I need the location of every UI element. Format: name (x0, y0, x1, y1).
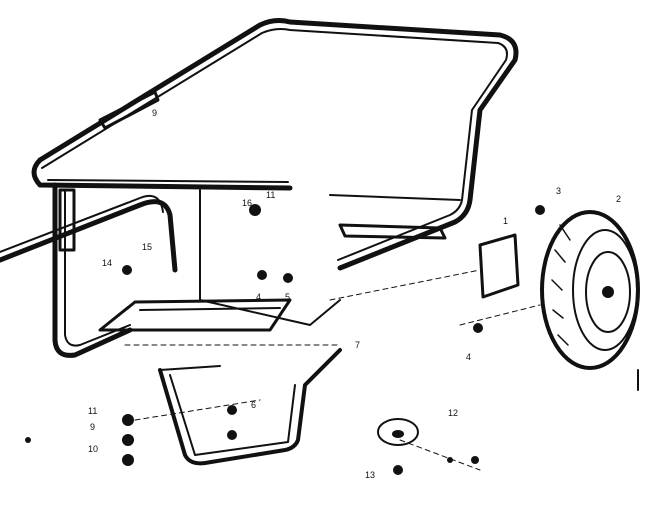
callout-16: 16 (242, 198, 252, 208)
callout-12: 12 (448, 408, 458, 418)
callout-11: 11 (88, 406, 97, 416)
hopper-tray (158, 348, 342, 466)
callout-1: 1 (503, 216, 508, 226)
callout-2: 2 (616, 194, 621, 204)
side-plate (199, 189, 461, 326)
callout-7: 7 (355, 340, 360, 350)
frame-handle (31, 18, 519, 271)
axle-bracket (478, 233, 520, 299)
hub-cap (377, 418, 419, 446)
frame-side-loop (0, 182, 178, 358)
callout-5: 5 (285, 292, 290, 302)
callout-9: 9 (152, 108, 157, 118)
callout-10: 10 (88, 444, 98, 454)
callouts: 1 2 3 4 4 5 6 7 9 9 10 11 11 12 13 14 15… (88, 108, 621, 480)
callout-13: 13 (365, 470, 375, 480)
callout-11b: 11 (266, 190, 275, 200)
wheel (540, 210, 640, 391)
callout-9b: 9 (90, 422, 95, 432)
callout-15: 15 (142, 242, 152, 252)
callout-4: 4 (256, 292, 261, 302)
lower-bracket (98, 298, 292, 332)
callout-6: 6 (251, 400, 256, 410)
callout-14: 14 (102, 258, 112, 268)
hardware (25, 204, 545, 475)
callout-3: 3 (556, 186, 561, 196)
assembly-lines (124, 269, 541, 471)
callout-4b: 4 (466, 352, 471, 362)
